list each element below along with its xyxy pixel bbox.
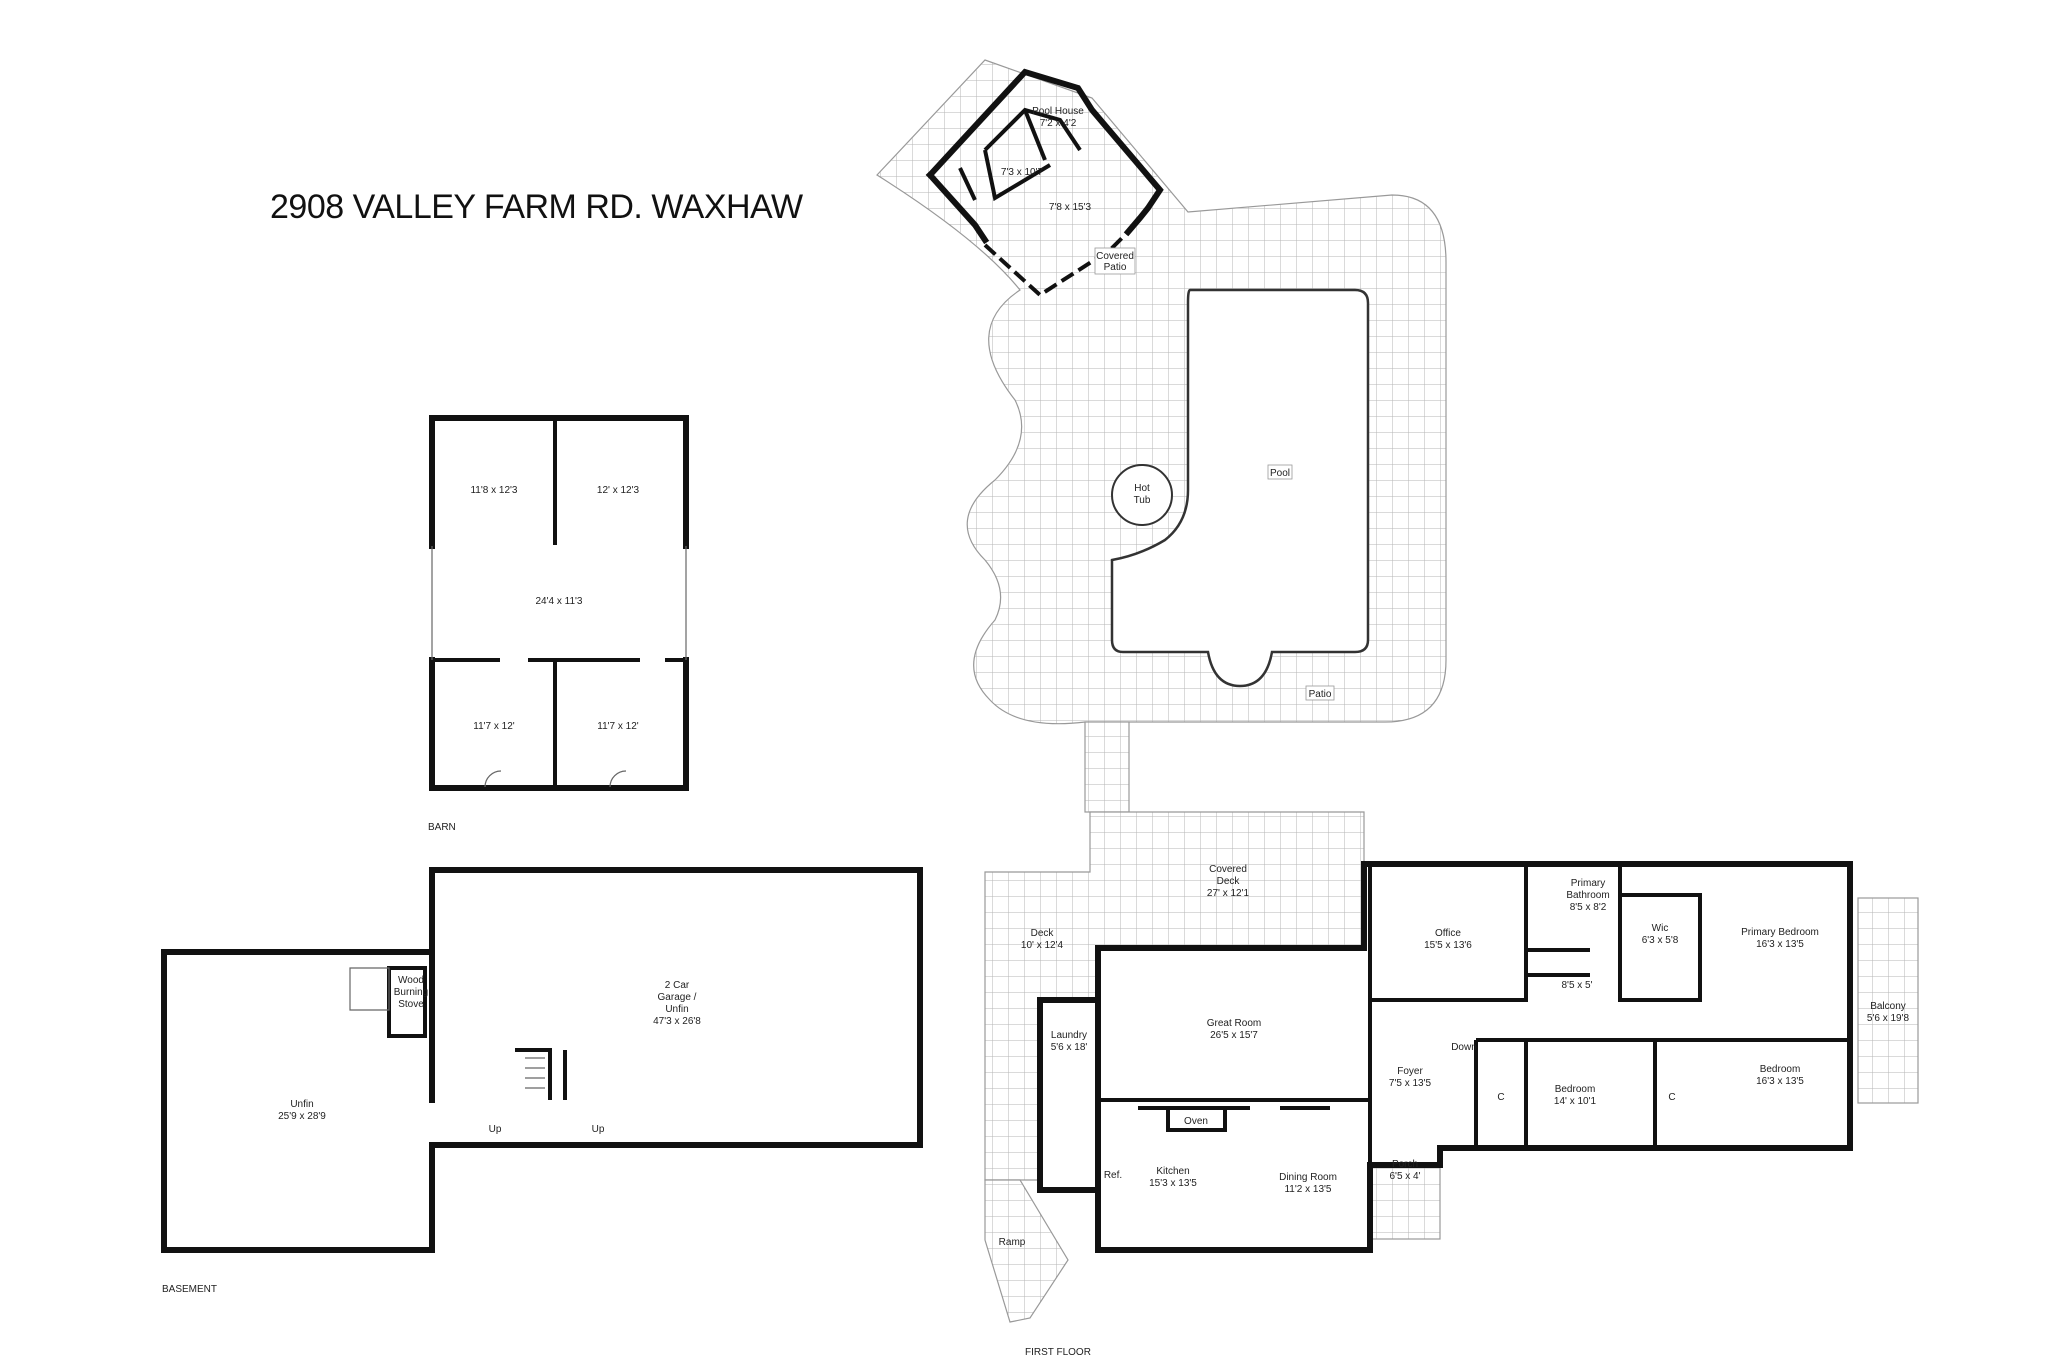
deck-label: Deck [1031, 928, 1055, 939]
unfin-size: 25'9 x 28'9 [278, 1111, 326, 1122]
office-size: 15'5 x 13'6 [1424, 940, 1472, 951]
barn-stall-br: 11'7 x 12' [597, 721, 639, 732]
dining-label: Dining Room [1279, 1172, 1337, 1183]
great-room-size: 26'5 x 15'7 [1210, 1030, 1258, 1041]
first-floor: Covered Deck 27' x 12'1 Deck 10' x 12'4 … [984, 811, 1919, 1358]
unfin-label: Unfin [290, 1099, 313, 1110]
bedroom2-size: 16'3 x 13'5 [1756, 1076, 1804, 1087]
ramp-label: Ramp [999, 1237, 1026, 1248]
bedroom1-label: Bedroom [1555, 1084, 1596, 1095]
garage-label-3: Unfin [665, 1004, 688, 1015]
walkway [1084, 721, 1130, 813]
stair-down: Down [1451, 1042, 1477, 1053]
wic-size: 6'3 x 5'8 [1642, 935, 1679, 946]
primary-bath-label: Primary [1571, 878, 1605, 889]
bedroom1-size: 14' x 10'1 [1554, 1096, 1597, 1107]
pool-house-walls [925, 68, 1164, 237]
porch-size: 6'5 x 4' [1389, 1171, 1420, 1182]
garage-size: 47'3 x 26'8 [653, 1016, 701, 1027]
garage-label: 2 Car [665, 980, 690, 991]
wic-label: Wic [1652, 923, 1669, 934]
ramp [984, 1179, 1069, 1323]
stair-up-right: Up [592, 1124, 605, 1135]
basement-walls [161, 867, 923, 1253]
stove-label-2: Burning [394, 987, 428, 998]
deck-size: 10' x 12'4 [1021, 940, 1064, 951]
porch-steps [1369, 1164, 1441, 1240]
primary-bath-size: 8'5 x 8'2 [1570, 902, 1607, 913]
barn-section-label: BARN [428, 822, 456, 833]
pool-bath-size: 7'3 x 10'7 [1001, 167, 1044, 178]
laundry-size: 5'6 x 18' [1051, 1042, 1088, 1053]
foyer-label: Foyer [1397, 1066, 1423, 1077]
pool-house-label: Pool House [1032, 106, 1084, 117]
barn-aisle: 24'4 x 11'3 [535, 596, 582, 607]
pool [1110, 288, 1370, 688]
first-floor-section-label: FIRST FLOOR [1025, 1347, 1091, 1358]
primary-bath-label-2: Bathroom [1566, 890, 1609, 901]
patio-label: Patio [1309, 689, 1332, 700]
first-floor-walls [1095, 861, 1853, 1253]
primary-bedroom-size: 16'3 x 13'5 [1756, 939, 1804, 950]
garage-label-2: Garage / [658, 992, 697, 1003]
bedroom2-label: Bedroom [1760, 1064, 1801, 1075]
balcony-size: 5'6 x 19'8 [1867, 1013, 1910, 1024]
pool-label: Pool [1270, 468, 1290, 479]
basement-section-label: BASEMENT [162, 1284, 217, 1295]
covered-patio-label: Covered [1096, 251, 1134, 262]
stove-label-3: Stove [398, 999, 424, 1010]
covered-deck-label: Covered [1209, 864, 1247, 875]
hot-tub [1111, 464, 1173, 526]
barn-walls [429, 415, 689, 549]
hot-tub-label-2: Tub [1134, 495, 1151, 506]
closet-tag-2: C [1668, 1092, 1675, 1103]
barn-stall-bl: 11'7 x 12' [473, 721, 515, 732]
dining-size: 11'2 x 13'5 [1284, 1184, 1331, 1195]
porch-label: Porch [1392, 1159, 1418, 1170]
small-bath-size: 8'5 x 5' [1561, 980, 1592, 991]
covered-deck-label-2: Deck [1217, 876, 1241, 887]
primary-bedroom-label: Primary Bedroom [1741, 927, 1819, 938]
pool-room-size: 7'8 x 15'3 [1049, 202, 1092, 213]
stove-label: Wood [398, 975, 424, 986]
covered-deck-size: 27' x 12'1 [1207, 888, 1250, 899]
closet-tag-1: C [1497, 1092, 1504, 1103]
oven-label: Oven [1184, 1116, 1208, 1127]
balcony [1857, 897, 1919, 1104]
kitchen-size: 15'3 x 13'5 [1149, 1178, 1197, 1189]
ref-label: Ref. [1104, 1170, 1122, 1181]
pool-area: Pool House 7'2 x 4'2 7'3 x 10'7 7'8 x 15… [876, 59, 1447, 813]
pool-house-size: 7'2 x 4'2 [1040, 118, 1077, 129]
barn-stall-tl: 11'8 x 12'3 [470, 485, 517, 496]
covered-patio-label-2: Patio [1104, 262, 1127, 273]
stair-up-left: Up [489, 1124, 502, 1135]
basement: 2 Car Garage / Unfin 47'3 x 26'8 Wood Bu… [161, 867, 923, 1295]
plan-title: 2908 VALLEY FARM RD. WAXHAW [270, 188, 803, 226]
hot-tub-label: Hot [1134, 483, 1150, 494]
barn: 11'8 x 12'3 12' x 12'3 24'4 x 11'3 11'7 … [428, 415, 689, 833]
barn-stall-tr: 12' x 12'3 [597, 485, 640, 496]
foyer-size: 7'5 x 13'5 [1389, 1078, 1432, 1089]
balcony-label: Balcony [1870, 1001, 1906, 1012]
laundry-label: Laundry [1051, 1030, 1087, 1041]
great-room-label: Great Room [1207, 1018, 1261, 1029]
office-label: Office [1435, 928, 1461, 939]
kitchen-label: Kitchen [1156, 1166, 1189, 1177]
